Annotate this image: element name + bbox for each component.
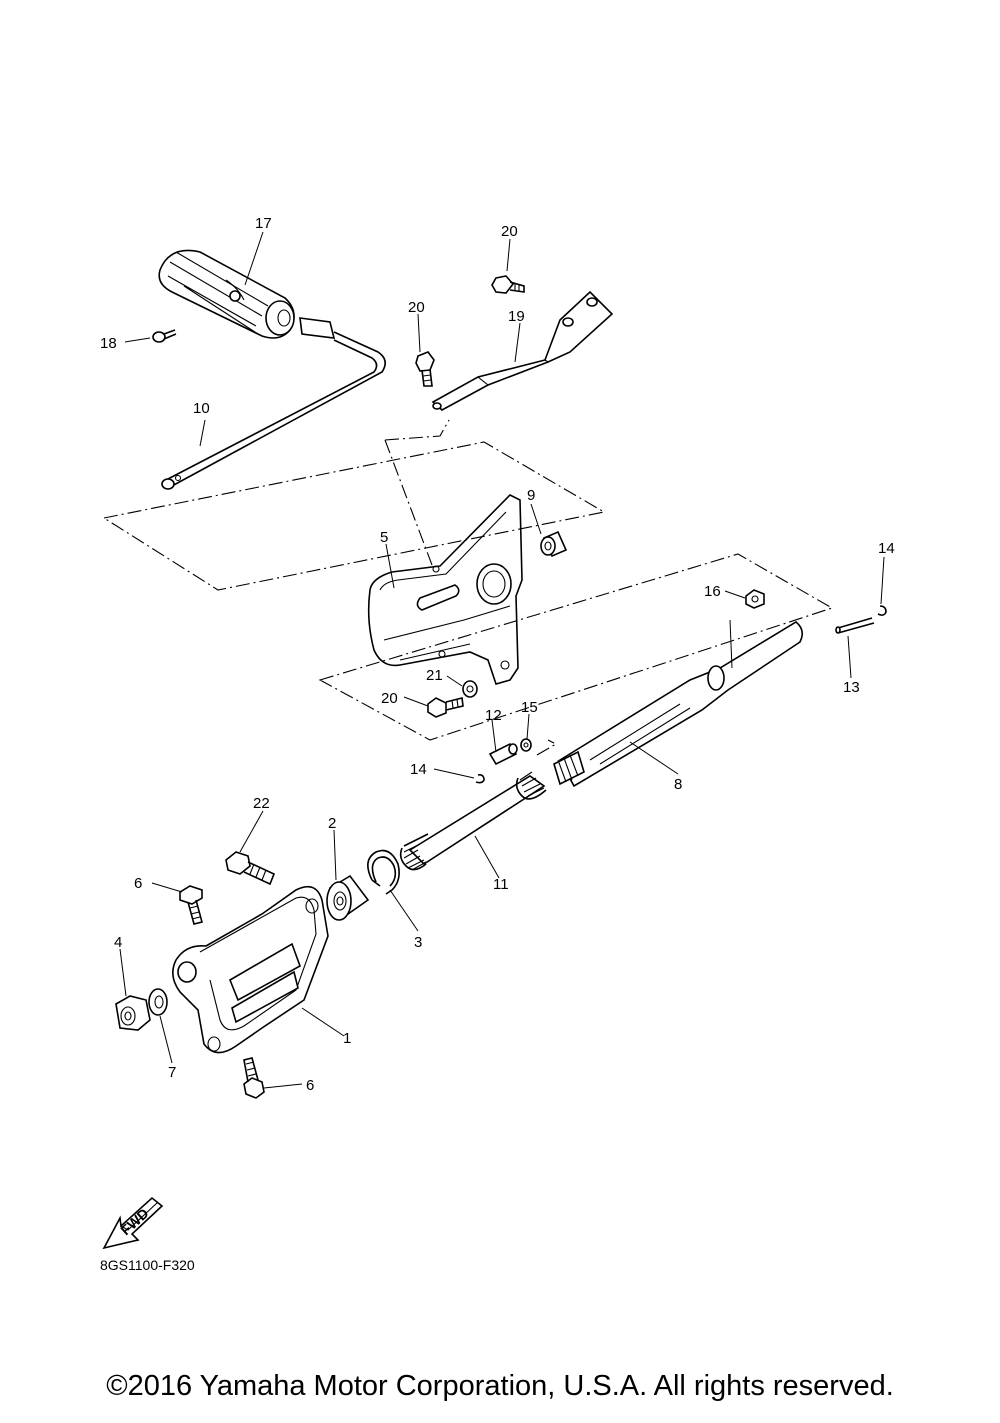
label-16: 16: [704, 583, 721, 600]
part-14-clip-right: [877, 605, 887, 616]
copyright-text: ©2016 Yamaha Motor Corporation, U.S.A. A…: [106, 1370, 894, 1402]
part-labels: 17 18 10 20 19 20 9 5 14 16 13 21 20 12 …: [100, 215, 895, 1094]
label-8: 8: [674, 776, 682, 793]
part-14-clip-left: [475, 774, 485, 784]
reference-plane-lines: [102, 419, 834, 756]
label-18: 18: [100, 335, 117, 352]
label-7: 7: [168, 1064, 176, 1081]
part-11-spring-shaft: [399, 771, 547, 871]
label-12: 12: [485, 707, 502, 724]
label-5: 5: [380, 529, 388, 546]
part-10-rod: [161, 317, 386, 490]
label-14-left: 14: [410, 761, 427, 778]
part-20-bolt-low: [427, 697, 464, 718]
label-2: 2: [328, 815, 336, 832]
part-15-washer: [520, 738, 532, 752]
label-22: 22: [253, 795, 270, 812]
label-4: 4: [114, 934, 122, 951]
part-2-bearing: [326, 874, 370, 921]
part-20-bolt-mid: [415, 351, 435, 387]
part-6-bolt-upper: [179, 885, 203, 925]
part-12-pin: [488, 742, 518, 766]
label-19: 19: [508, 308, 525, 325]
diagram-code: 8GS1100-F320: [100, 1257, 195, 1273]
label-20-low: 20: [381, 690, 398, 707]
part-1-housing: [172, 885, 329, 1054]
label-1: 1: [343, 1030, 351, 1047]
label-20-mid: 20: [408, 299, 425, 316]
part-18-screw: [152, 329, 177, 343]
label-10: 10: [193, 400, 210, 417]
label-6-lower: 6: [306, 1077, 314, 1094]
part-19-bracket: [431, 290, 614, 411]
part-22-bolt: [225, 851, 276, 886]
label-14-right: 14: [878, 540, 895, 557]
label-17: 17: [255, 215, 272, 232]
part-7-washer: [148, 988, 168, 1016]
leader-lines: [119, 231, 885, 1089]
part-3-circlip: [367, 849, 400, 895]
part-13-pin: [835, 617, 875, 634]
fwd-arrow-icon: FWD: [102, 1196, 164, 1250]
part-9-collar: [540, 530, 568, 558]
label-6-upper: 6: [134, 875, 142, 892]
label-20-top: 20: [501, 223, 518, 240]
label-15: 15: [521, 699, 538, 716]
label-13: 13: [843, 679, 860, 696]
part-21-washer: [462, 680, 478, 698]
label-21: 21: [426, 667, 443, 684]
label-9: 9: [527, 487, 535, 504]
part-16-nut: [745, 589, 765, 609]
part-4-nut: [115, 995, 151, 1031]
label-11: 11: [493, 876, 509, 893]
part-8-shaft: [553, 621, 804, 788]
part-5-cover: [367, 494, 523, 685]
label-3: 3: [414, 934, 422, 951]
part-20-bolt-top: [491, 275, 525, 294]
part-17-grip: [158, 249, 295, 339]
part-6-bolt-lower: [243, 1057, 265, 1099]
